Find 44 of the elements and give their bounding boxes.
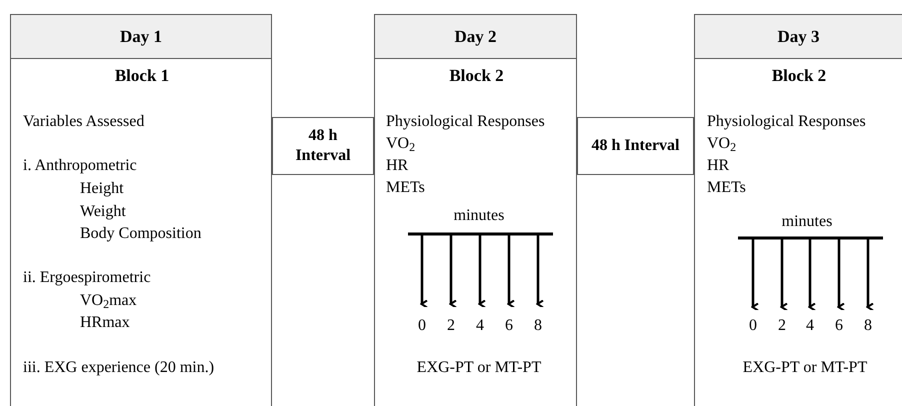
list-item: HRmax bbox=[80, 313, 130, 333]
timeline-label: minutes bbox=[454, 206, 504, 226]
minute-label: 2 bbox=[778, 316, 786, 336]
block-title: Block 2 bbox=[770, 66, 828, 86]
minute-label: 0 bbox=[418, 316, 426, 336]
minute-label: 8 bbox=[864, 316, 872, 336]
day-heading: Day 2 bbox=[454, 26, 497, 48]
list-item: Body Composition bbox=[80, 224, 202, 244]
minute-label: 6 bbox=[505, 316, 513, 336]
day-heading: Day 1 bbox=[120, 26, 162, 48]
list-item: ii. Ergoespirometric bbox=[23, 268, 151, 288]
minute-label: 8 bbox=[534, 316, 542, 336]
interval-label: 48 h Interval bbox=[294, 126, 352, 166]
timeline-label: minutes bbox=[782, 212, 832, 232]
interval-label: 48 h Interval bbox=[590, 136, 680, 156]
minute-label: 6 bbox=[835, 316, 843, 336]
list-item: METs bbox=[386, 178, 425, 198]
list-item: METs bbox=[707, 178, 746, 198]
list-item: HR bbox=[707, 156, 730, 176]
day-heading: Day 3 bbox=[777, 26, 820, 48]
list-item: VO$_{2}$ bbox=[386, 134, 416, 154]
list-item: iii. EXG experience (20 min.) bbox=[23, 358, 214, 378]
list-item: Weight bbox=[80, 202, 126, 222]
day-panel bbox=[694, 14, 902, 406]
minute-label: 4 bbox=[806, 316, 814, 336]
interval-box bbox=[577, 117, 694, 175]
day-panel bbox=[10, 14, 272, 406]
minute-label: 4 bbox=[476, 316, 484, 336]
block-title: Block 1 bbox=[114, 66, 170, 86]
minute-label: 0 bbox=[749, 316, 757, 336]
list-item: i. Anthropometric bbox=[23, 156, 137, 176]
list-item: Variables Assessed bbox=[23, 112, 144, 132]
list-item: Height bbox=[80, 179, 124, 199]
minute-label: 2 bbox=[447, 316, 455, 336]
timeline-label: EXG-PT or MT-PT bbox=[742, 358, 868, 378]
list-item: VO$_{2}$max bbox=[80, 291, 137, 311]
block-title: Block 2 bbox=[448, 66, 505, 86]
list-item: Physiological Responses bbox=[707, 112, 866, 132]
interval-box bbox=[272, 117, 374, 175]
list-item: VO$_{2}$ bbox=[707, 134, 736, 154]
list-item: Physiological Responses bbox=[386, 112, 545, 132]
timeline-label: EXG-PT or MT-PT bbox=[416, 358, 542, 378]
day-panel bbox=[374, 14, 577, 406]
list-item: HR bbox=[386, 156, 408, 176]
